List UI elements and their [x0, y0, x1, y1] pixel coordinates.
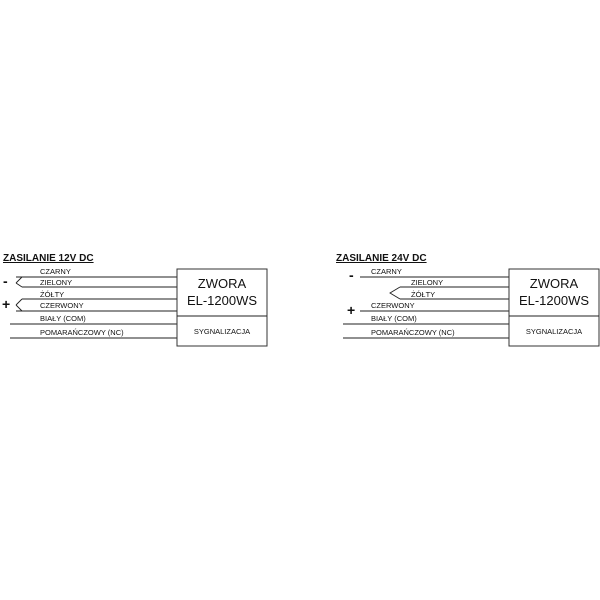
wire-label: BIAŁY (COM): [371, 314, 417, 323]
junction-green-yellow-24v: [389, 286, 401, 300]
wire-label: ZIELONY: [40, 278, 72, 287]
device-model: EL-1200WS: [519, 293, 589, 308]
wire-label: CZARNY: [371, 267, 402, 276]
junction-plus-12v: [15, 298, 23, 312]
signal-label: SYGNALIZACJA: [194, 327, 250, 336]
minus-sign-12v: -: [3, 273, 8, 289]
device-name: ZWORA: [198, 276, 247, 291]
wire-label: ŻÓŁTY: [411, 290, 435, 299]
signal-label: SYGNALIZACJA: [526, 327, 582, 336]
junction-minus-12v: [15, 276, 23, 288]
wire-label: CZERWONY: [40, 301, 84, 310]
wiring-12v: ZASILANIE 12V DC - + CZARNY ZIELONY ŻÓŁT…: [2, 253, 268, 347]
wire-label: BIAŁY (COM): [40, 314, 86, 323]
device-model: EL-1200WS: [187, 293, 257, 308]
title-12v: ZASILANIE 12V DC: [3, 253, 94, 264]
plus-sign-24v: +: [347, 302, 355, 318]
minus-sign-24v: -: [349, 267, 354, 283]
wire-label: ZIELONY: [411, 278, 443, 287]
wire-label: CZERWONY: [371, 301, 415, 310]
wire-label: POMARAŃCZOWY (NC): [371, 328, 455, 337]
plus-sign-12v: +: [2, 296, 10, 312]
title-24v: ZASILANIE 24V DC: [336, 253, 427, 264]
device-box-12v: [176, 268, 268, 347]
wire-label: CZARNY: [40, 267, 71, 276]
device-name: ZWORA: [530, 276, 579, 291]
device-box-24v: [508, 268, 600, 347]
wire-label: POMARAŃCZOWY (NC): [40, 328, 124, 337]
wire-label: ŻÓŁTY: [40, 290, 64, 299]
wiring-24v: ZASILANIE 24V DC - + CZARNY ZIELONY ŻÓŁT…: [336, 253, 600, 347]
